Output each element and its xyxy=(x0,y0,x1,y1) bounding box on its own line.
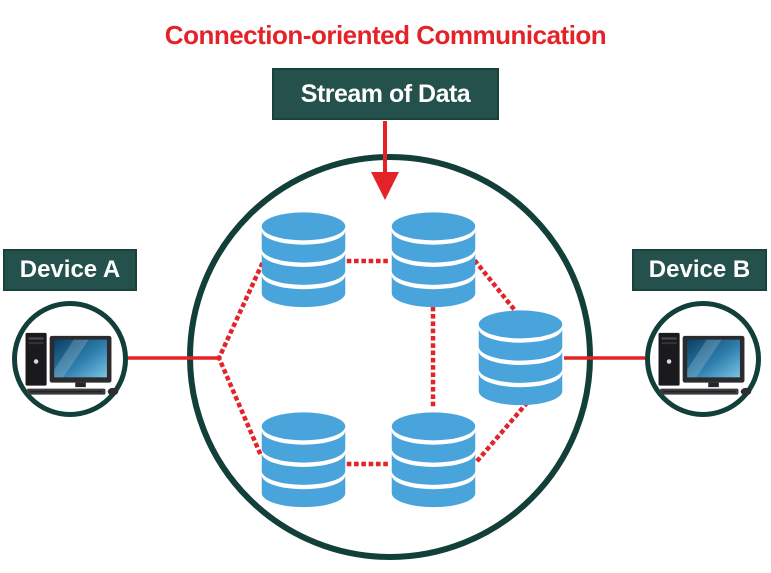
dotted-link-right-to-bottom-right xyxy=(474,400,530,464)
stream-of-data-box: Stream of Data xyxy=(272,68,499,120)
stream-arrow xyxy=(371,121,399,200)
desktop-computer-icon xyxy=(654,328,752,398)
device-b-label-box: Device B xyxy=(632,249,767,291)
diagram-title: Connection-oriented Communication xyxy=(164,20,607,50)
dotted-link-entry-to-top-left xyxy=(216,261,265,361)
device-a-label: Device A xyxy=(19,256,121,283)
dotted-link-top-right-to-right xyxy=(472,258,521,317)
database-node-top-right xyxy=(390,212,477,308)
database-node-bottom-right xyxy=(390,412,477,508)
device-a-node xyxy=(12,301,128,417)
device-b-node xyxy=(645,301,761,417)
down-arrow-icon xyxy=(371,172,399,200)
stream-of-data-label: Stream of Data xyxy=(300,79,471,108)
device-a-label-box: Device A xyxy=(3,249,137,291)
database-node-bottom-left xyxy=(260,412,347,508)
desktop-computer-icon xyxy=(21,328,119,398)
database-node-right xyxy=(477,310,564,406)
device-b-label: Device B xyxy=(648,256,751,283)
database-node-top-left xyxy=(260,212,347,308)
dotted-link-entry-to-bottom-left xyxy=(216,355,265,461)
